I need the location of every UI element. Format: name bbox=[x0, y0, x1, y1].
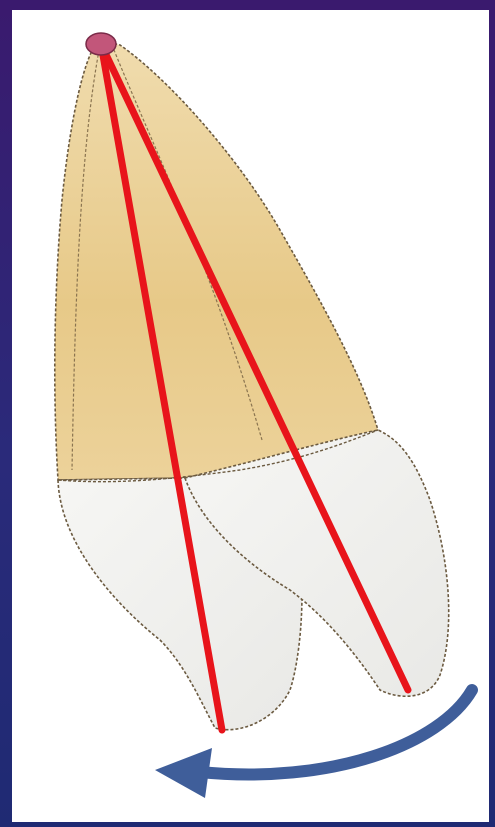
tooth-root bbox=[55, 40, 378, 480]
arrowhead-icon bbox=[155, 748, 212, 798]
apex-point-icon bbox=[86, 33, 116, 55]
